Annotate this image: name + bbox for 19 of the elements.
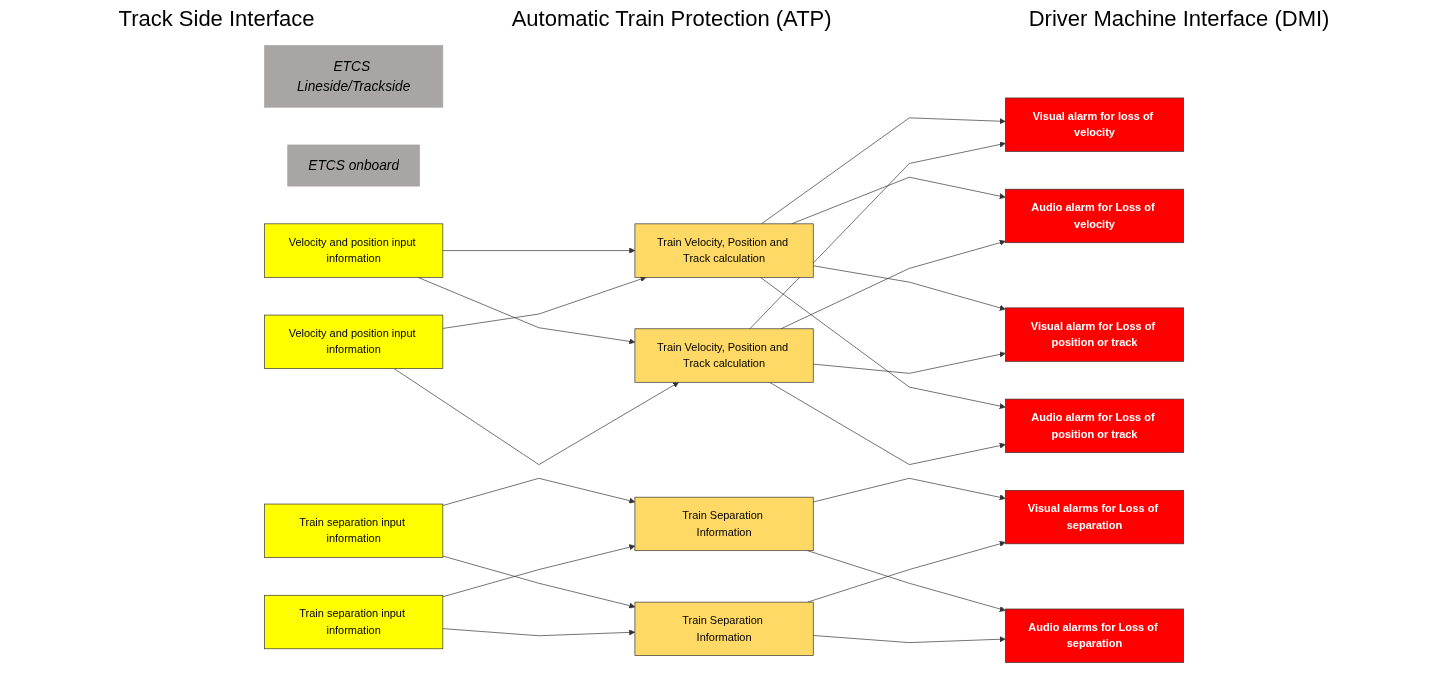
node-box: Visual alarm for Loss of position or track: [1004, 307, 1184, 362]
node-box: Train Velocity, Position and Track calculation: [634, 328, 814, 383]
node-box: Train Separation Information: [634, 601, 814, 656]
node-box: Train separation input information: [264, 594, 444, 650]
node-box: Visual alarms for Loss of separation: [1004, 489, 1184, 545]
node-box: Audio alarms for Loss of separation: [1004, 608, 1184, 663]
column-heading: Driver Machine Interface (DMI): [1028, 6, 1330, 33]
column-heading: Automatic Train Protection (ATP): [511, 6, 832, 33]
node-box: Velocity and position input information: [264, 223, 444, 278]
node-box: Audio alarm for Loss of position or track: [1004, 398, 1184, 453]
node-box: Train Velocity, Position and Track calculation: [634, 223, 814, 278]
column-heading: Track Side Interface: [118, 6, 315, 33]
node-box: Velocity and position input information: [264, 314, 444, 369]
node-box: ETCS onboard: [287, 144, 420, 187]
node-box: Train Separation Information: [634, 496, 814, 552]
node-box: Train separation input information: [264, 503, 444, 558]
node-box: Visual alarm for loss of velocity: [1004, 97, 1184, 152]
node-box: ETCS Lineside/Trackside: [264, 45, 444, 108]
node-box: Audio alarm for Loss of velocity: [1004, 188, 1184, 244]
